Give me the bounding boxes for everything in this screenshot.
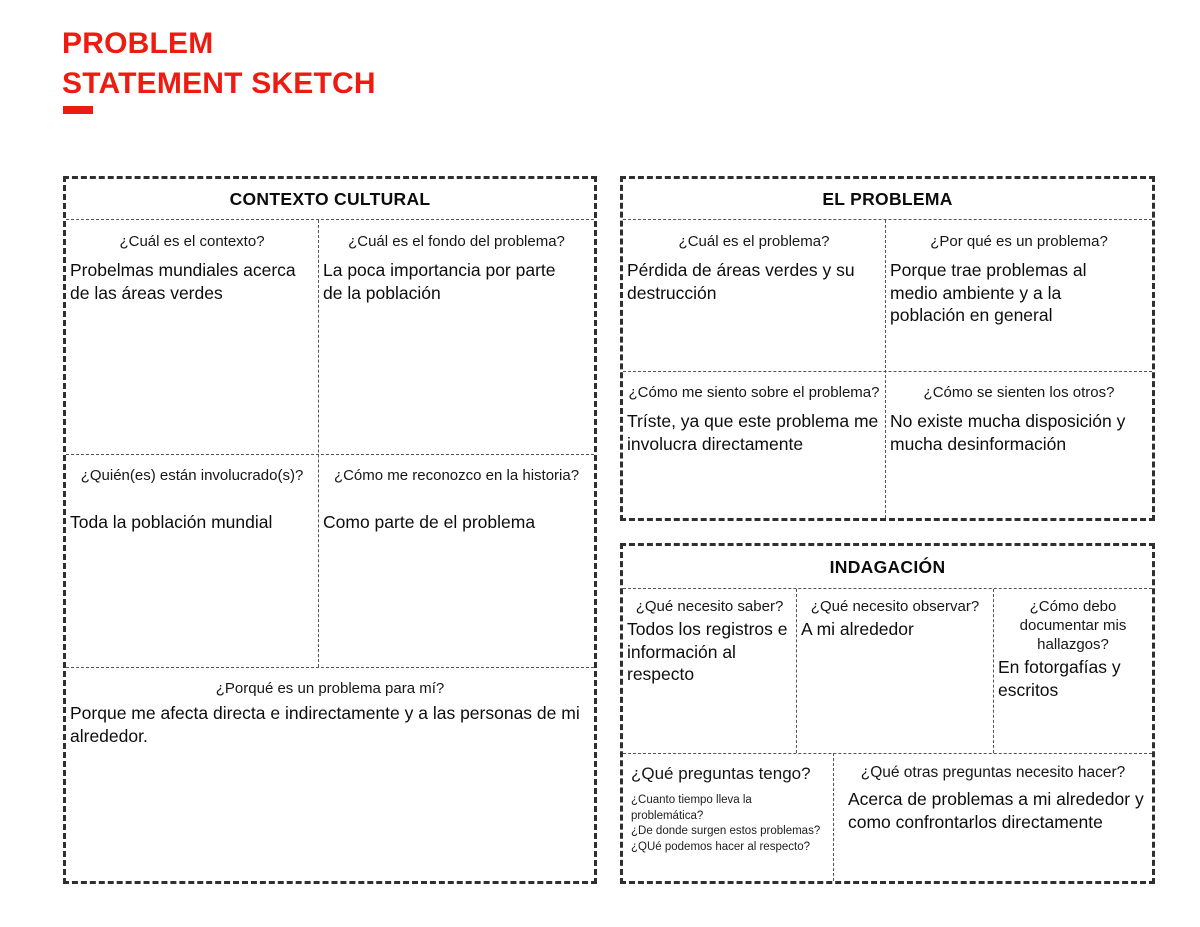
page-title: PROBLEM STATEMENT SKETCH bbox=[62, 24, 376, 104]
question-observar: ¿Qué necesito observar? bbox=[810, 598, 980, 615]
question-documentar: ¿Cómo debo documentar mis hallazgos? bbox=[1019, 598, 1127, 653]
divider bbox=[993, 589, 994, 753]
cell-cual-es-el-problema: ¿Cuál es el problema? Pérdida de áreas v… bbox=[623, 220, 885, 371]
cell-historia: ¿Cómo me reconozco en la historia? Como … bbox=[319, 454, 594, 667]
question-como-se-sienten: ¿Cómo se sienten los otros? bbox=[923, 384, 1115, 401]
question-otras-preguntas: ¿Qué otras preguntas necesito hacer? bbox=[860, 764, 1126, 781]
answer-involucrados: Toda la población mundial bbox=[70, 512, 273, 532]
answer-por-que: Porque trae problemas al medio ambiente … bbox=[890, 260, 1087, 325]
cell-que-preguntas-tengo: ¿Qué preguntas tengo? ¿Cuanto tiempo lle… bbox=[623, 753, 833, 881]
cell-fondo-del-problema: ¿Cuál es el fondo del problema? La poca … bbox=[319, 220, 594, 454]
answer-fondo: La poca importancia por parte de la pobl… bbox=[323, 260, 556, 303]
title-accent-dash bbox=[63, 106, 93, 114]
answer-contexto: Probelmas mundiales acerca de las áreas … bbox=[70, 260, 296, 303]
divider bbox=[623, 371, 1152, 372]
cell-como-se-sienten: ¿Cómo se sienten los otros? No existe mu… bbox=[886, 371, 1152, 518]
answer-como-se-sienten: No existe mucha disposición y mucha desi… bbox=[890, 411, 1126, 454]
sub-question-line: problemática? bbox=[631, 809, 704, 822]
cell-contexto: ¿Cuál es el contexto? Probelmas mundiale… bbox=[66, 220, 318, 454]
question-fondo: ¿Cuál es el fondo del problema? bbox=[348, 233, 565, 250]
cell-como-me-siento: ¿Cómo me siento sobre el problema? Tríst… bbox=[623, 371, 885, 518]
answer-cual-es: Pérdida de áreas verdes y su destrucción bbox=[627, 260, 855, 303]
cell-que-necesito-saber: ¿Qué necesito saber? Todos los registros… bbox=[623, 589, 796, 753]
sub-question-line: ¿De donde surgen estos problemas? bbox=[631, 825, 821, 837]
divider bbox=[796, 589, 797, 753]
page-title-line2: STATEMENT SKETCH bbox=[62, 67, 376, 100]
divider bbox=[885, 220, 886, 518]
divider bbox=[66, 454, 594, 455]
question-problema-para-mi: ¿Porqué es un problema para mí? bbox=[215, 680, 445, 697]
cell-por-que-es-un-problema: ¿Por qué es un problema? Porque trae pro… bbox=[886, 220, 1152, 371]
question-historia: ¿Cómo me reconozco en la historia? bbox=[333, 467, 580, 484]
panel-indagacion: INDAGACIÓN ¿Qué necesito saber? Todos lo… bbox=[620, 543, 1155, 884]
page-title-line1: PROBLEM bbox=[62, 27, 214, 60]
answer-historia: Como parte de el problema bbox=[323, 512, 536, 532]
answer-otras-preguntas: Acerca de problemas a mi alrededor y com… bbox=[848, 789, 1144, 832]
divider bbox=[66, 667, 594, 668]
question-involucrados: ¿Quién(es) están involucrado(s)? bbox=[80, 467, 304, 484]
cell-como-documentar: ¿Cómo debo documentar mis hallazgos? En … bbox=[994, 589, 1152, 753]
question-preguntas: ¿Qué preguntas tengo? bbox=[631, 764, 811, 783]
answer-observar: A mi alrededor bbox=[801, 619, 914, 639]
sub-question-line: ¿Cuanto tiempo lleva la bbox=[631, 794, 752, 806]
sub-questions-list: ¿Cuanto tiempo lleva la problemática? ¿D… bbox=[623, 793, 833, 855]
divider bbox=[318, 220, 319, 667]
cell-problema-para-mi: ¿Porqué es un problema para mí? Porque m… bbox=[66, 667, 594, 881]
cell-involucrados: ¿Quién(es) están involucrado(s)? Toda la… bbox=[66, 454, 318, 667]
cell-que-necesito-observar: ¿Qué necesito observar? A mi alrededor bbox=[797, 589, 993, 753]
question-como-me-siento: ¿Cómo me siento sobre el problema? bbox=[628, 384, 880, 401]
question-cual-es: ¿Cuál es el problema? bbox=[678, 233, 830, 250]
divider bbox=[623, 753, 1152, 754]
sub-question-line: ¿QUé podemos hacer al respecto? bbox=[631, 840, 810, 853]
panel-el-problema: EL PROBLEMA ¿Cuál es el problema? Pérdid… bbox=[620, 176, 1155, 521]
question-saber: ¿Qué necesito saber? bbox=[635, 598, 784, 615]
answer-saber: Todos los registros e información al res… bbox=[627, 619, 788, 684]
question-por-que: ¿Por qué es un problema? bbox=[930, 233, 1108, 250]
cell-otras-preguntas: ¿Qué otras preguntas necesito hacer? Ace… bbox=[834, 753, 1152, 881]
panel-contexto-cultural: CONTEXTO CULTURAL ¿Cuál es el contexto? … bbox=[63, 176, 597, 884]
panel-indagacion-header: INDAGACIÓN bbox=[623, 546, 1152, 589]
answer-documentar: En fotorgafías y escritos bbox=[998, 657, 1121, 700]
question-contexto: ¿Cuál es el contexto? bbox=[119, 233, 265, 250]
answer-problema-para-mi: Porque me afecta directa e indirectament… bbox=[70, 703, 580, 746]
panel-el-problema-header: EL PROBLEMA bbox=[623, 179, 1152, 220]
answer-como-me-siento: Tríste, ya que este problema me involucr… bbox=[627, 411, 879, 454]
divider bbox=[833, 753, 834, 881]
panel-contexto-cultural-header: CONTEXTO CULTURAL bbox=[66, 179, 594, 220]
